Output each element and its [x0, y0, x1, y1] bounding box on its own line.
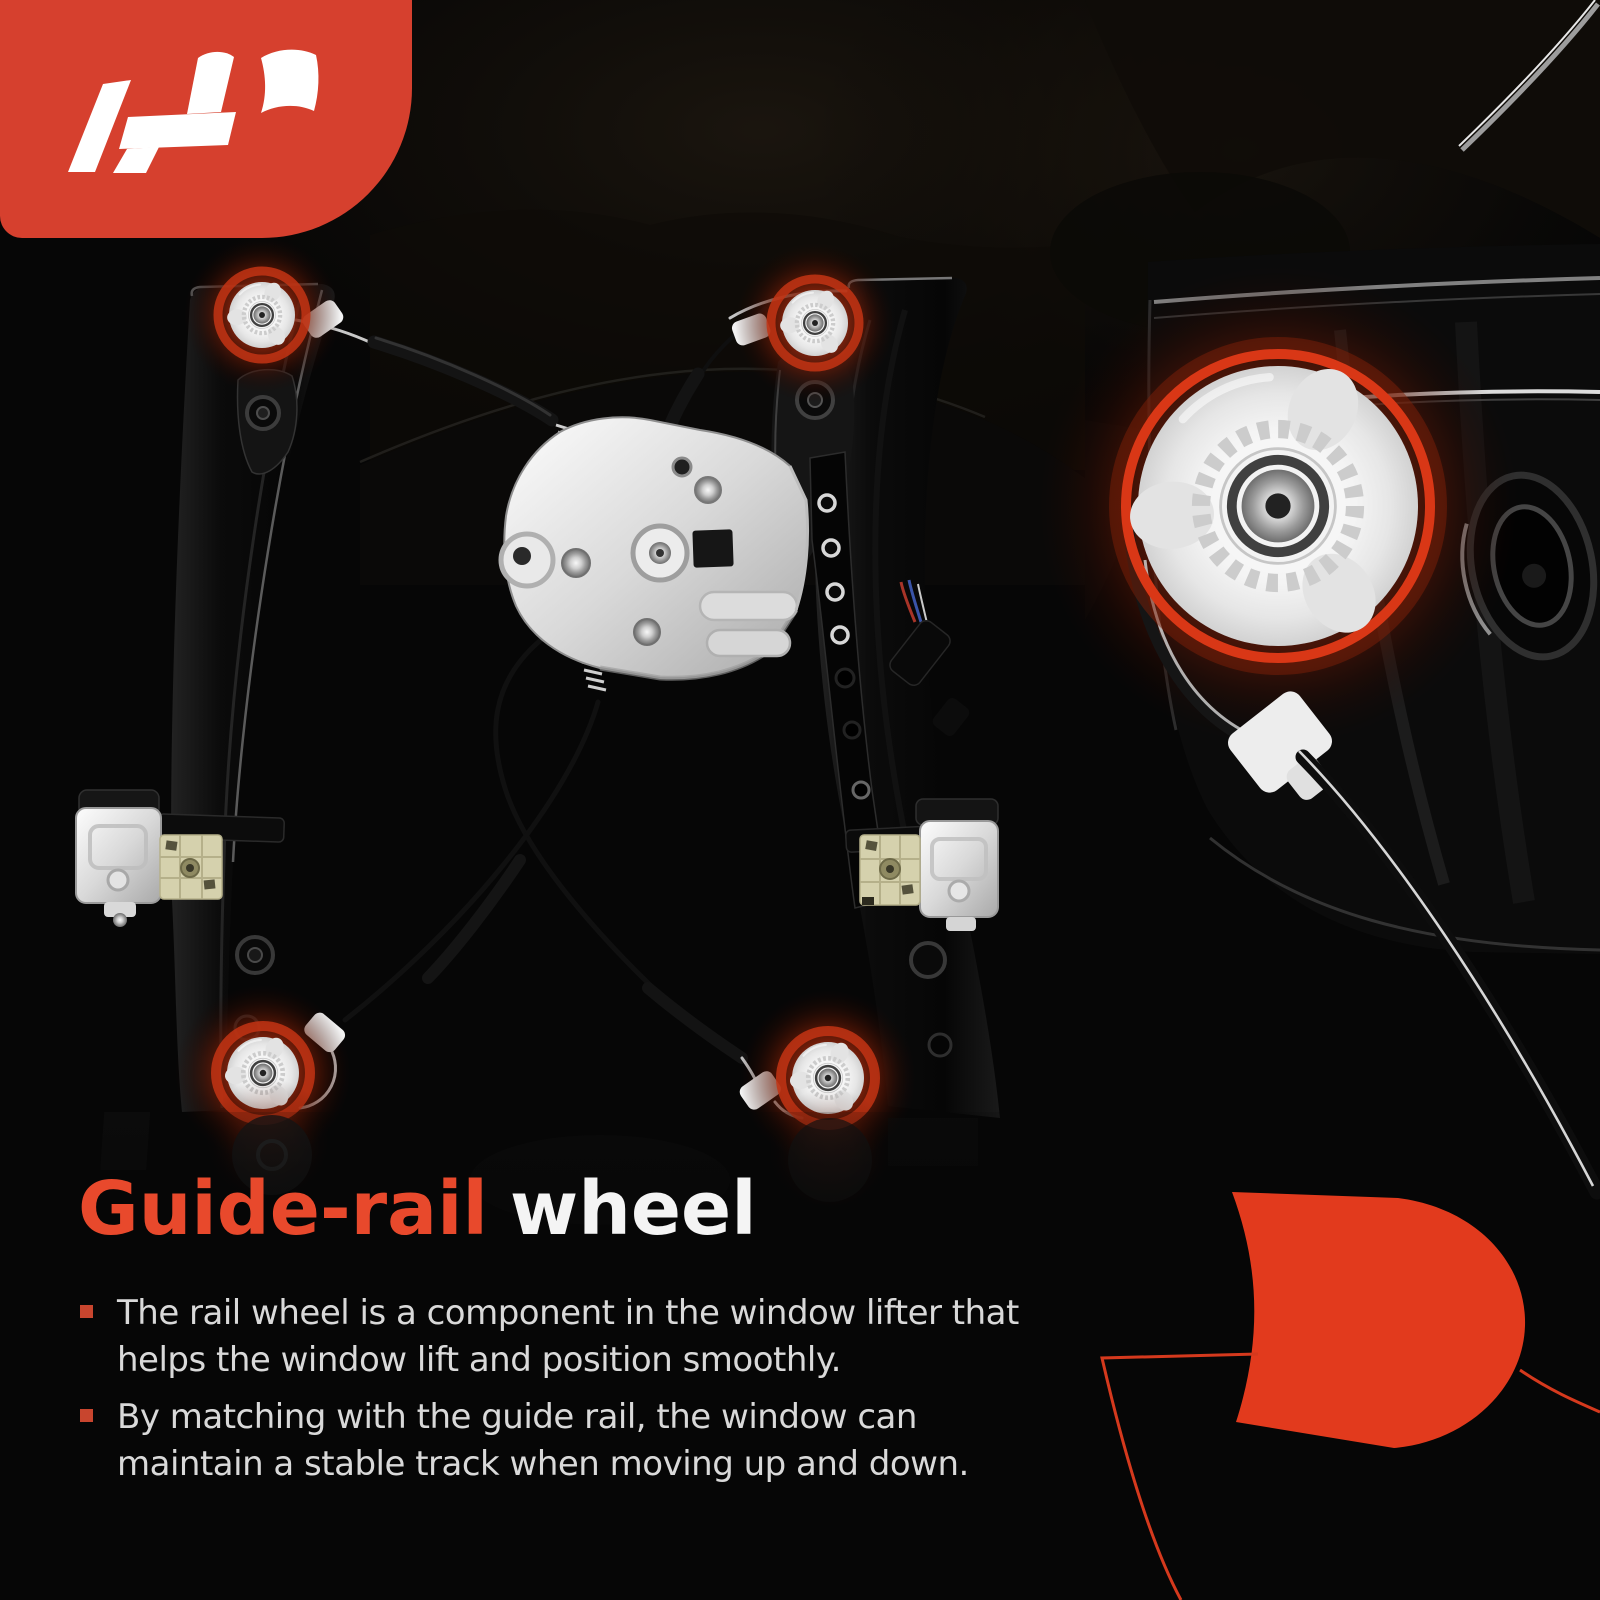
bullet-text: By matching with the guide rail, the win…: [117, 1397, 969, 1484]
wire-connector: [889, 579, 970, 736]
bullet-marker-icon: [80, 1409, 93, 1422]
feature-list: The rail wheel is a component in the win…: [80, 1290, 1180, 1498]
list-item: The rail wheel is a component in the win…: [80, 1290, 1180, 1384]
glass-bracket-right: [844, 798, 999, 931]
regulator-assembly: [75, 237, 1000, 1166]
title-accent: Guide-rail: [78, 1166, 488, 1252]
bullet-text: The rail wheel is a component in the win…: [117, 1293, 1019, 1380]
d-shape-decoration: [1100, 1192, 1600, 1600]
wheel-highlight-top-left: [184, 237, 340, 393]
reflection: [0, 1078, 1085, 1442]
list-item: By matching with the guide rail, the win…: [80, 1394, 1180, 1488]
closeup-panel: [1038, 0, 1600, 1200]
motor-bracket: [498, 416, 810, 681]
ap-logo-icon: [68, 49, 319, 173]
glass-bracket-left: [75, 789, 285, 927]
wheel-highlight-top-right: [735, 243, 895, 403]
highlight-ring-closeup: [1109, 337, 1447, 675]
right-rail-bolts: [795, 380, 953, 1058]
chrome-wire: [1460, 2, 1600, 152]
bullet-marker-icon: [80, 1305, 93, 1318]
brand-badge: [0, 0, 412, 238]
title-rest: wheel: [509, 1166, 757, 1252]
left-rail: [171, 284, 335, 1112]
